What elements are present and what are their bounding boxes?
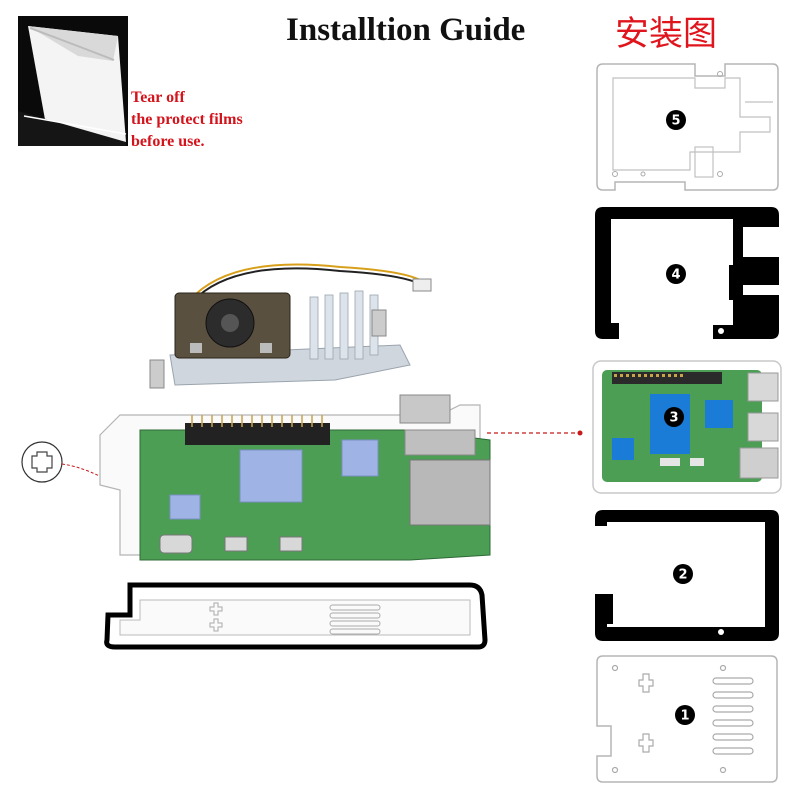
film-note: Tear off the protect films before use. [131,87,243,153]
layer-label-4: 4 [666,264,686,284]
page-title: Installtion Guide [286,12,526,48]
svg-text:4: 4 [671,268,680,283]
layer-5-top-plate [596,63,779,191]
svg-text:5: 5 [671,114,680,129]
film-note-line: before use. [131,133,205,150]
layer-label-2: 2 [673,564,693,584]
film-note-line: Tear off [131,89,185,106]
svg-text:3: 3 [669,411,678,426]
page-title-cn: 安装图 [615,14,717,54]
layer-label-3: 3 [664,407,684,427]
layer-3-board-plate [592,360,782,494]
svg-text:2: 2 [678,568,687,583]
svg-text:1: 1 [680,709,689,724]
protective-film-image [18,16,128,146]
film-note-line: the protect films [131,111,243,128]
guide-line [487,430,583,436]
layer-label-5: 5 [666,110,686,130]
layer-4-black-frame [595,207,779,339]
layer-label-1: 1 [675,705,695,725]
exploded-assembly-illustration [99,263,491,650]
